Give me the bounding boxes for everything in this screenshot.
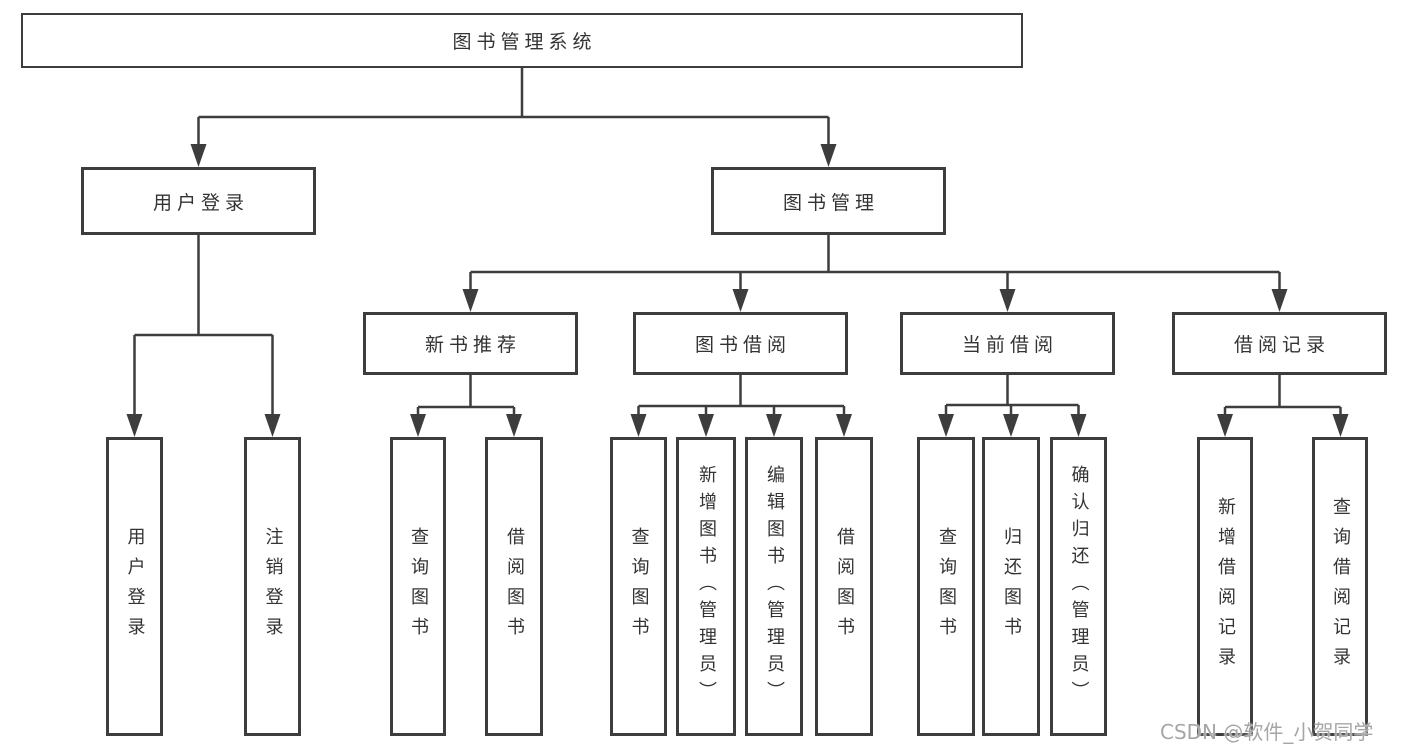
- leaf-add-borrow-record: 新增借阅记录: [1197, 437, 1253, 736]
- node-label: 用户登录: [124, 526, 146, 647]
- leaf-add-book-admin: 新增图书（管理员）: [676, 437, 736, 736]
- node-label: 查询图书: [936, 526, 957, 647]
- watermark: CSDN @软件_小贺同学: [1160, 720, 1374, 744]
- leaf-logout-login: 注销登录: [244, 437, 301, 736]
- node-label: 确认归还（管理员）: [1068, 465, 1090, 708]
- leaf-query-book-3: 查询图书: [917, 437, 975, 736]
- node-label: 用户登录: [152, 191, 249, 214]
- node-label: 当前借阅: [961, 334, 1058, 356]
- node-label: 查询借阅记录: [1330, 496, 1351, 677]
- node-label: 新增图书（管理员）: [696, 465, 717, 708]
- node-label: 图书借阅: [694, 334, 791, 356]
- node-borrow-records: 借阅记录: [1172, 312, 1387, 375]
- node-user-login: 用户登录: [81, 167, 316, 235]
- leaf-query-book-2: 查询图书: [610, 437, 667, 736]
- leaf-borrow-book-1: 借阅图书: [485, 437, 543, 736]
- node-book-management: 图书管理: [711, 167, 946, 235]
- node-label: 编辑图书（管理员）: [764, 465, 785, 708]
- node-label: 图书管理: [782, 191, 879, 214]
- leaf-query-borrow-record: 查询借阅记录: [1312, 437, 1368, 736]
- node-label: 注销登录: [262, 526, 284, 647]
- node-new-book-recommend: 新书推荐: [363, 312, 578, 375]
- node-label: 归还图书: [1001, 526, 1022, 647]
- node-label: 借阅图书: [504, 526, 525, 647]
- leaf-query-book-1: 查询图书: [390, 437, 446, 736]
- node-book-borrow: 图书借阅: [633, 312, 848, 375]
- node-label: 新书推荐: [424, 334, 521, 356]
- node-label: 图书管理系统: [452, 31, 597, 53]
- leaf-confirm-return-admin: 确认归还（管理员）: [1050, 437, 1107, 736]
- leaf-return-book: 归还图书: [982, 437, 1040, 736]
- leaf-edit-book-admin: 编辑图书（管理员）: [745, 437, 803, 736]
- node-current-borrow: 当前借阅: [900, 312, 1115, 375]
- node-root: 图书管理系统: [21, 13, 1023, 68]
- node-label: 查询图书: [628, 526, 650, 647]
- node-label: 查询图书: [408, 526, 429, 647]
- leaf-user-login: 用户登录: [106, 437, 163, 736]
- node-label: 借阅记录: [1233, 334, 1330, 356]
- node-label: 借阅图书: [834, 526, 855, 647]
- leaf-borrow-book-2: 借阅图书: [815, 437, 873, 736]
- node-label: 新增借阅记录: [1215, 496, 1236, 677]
